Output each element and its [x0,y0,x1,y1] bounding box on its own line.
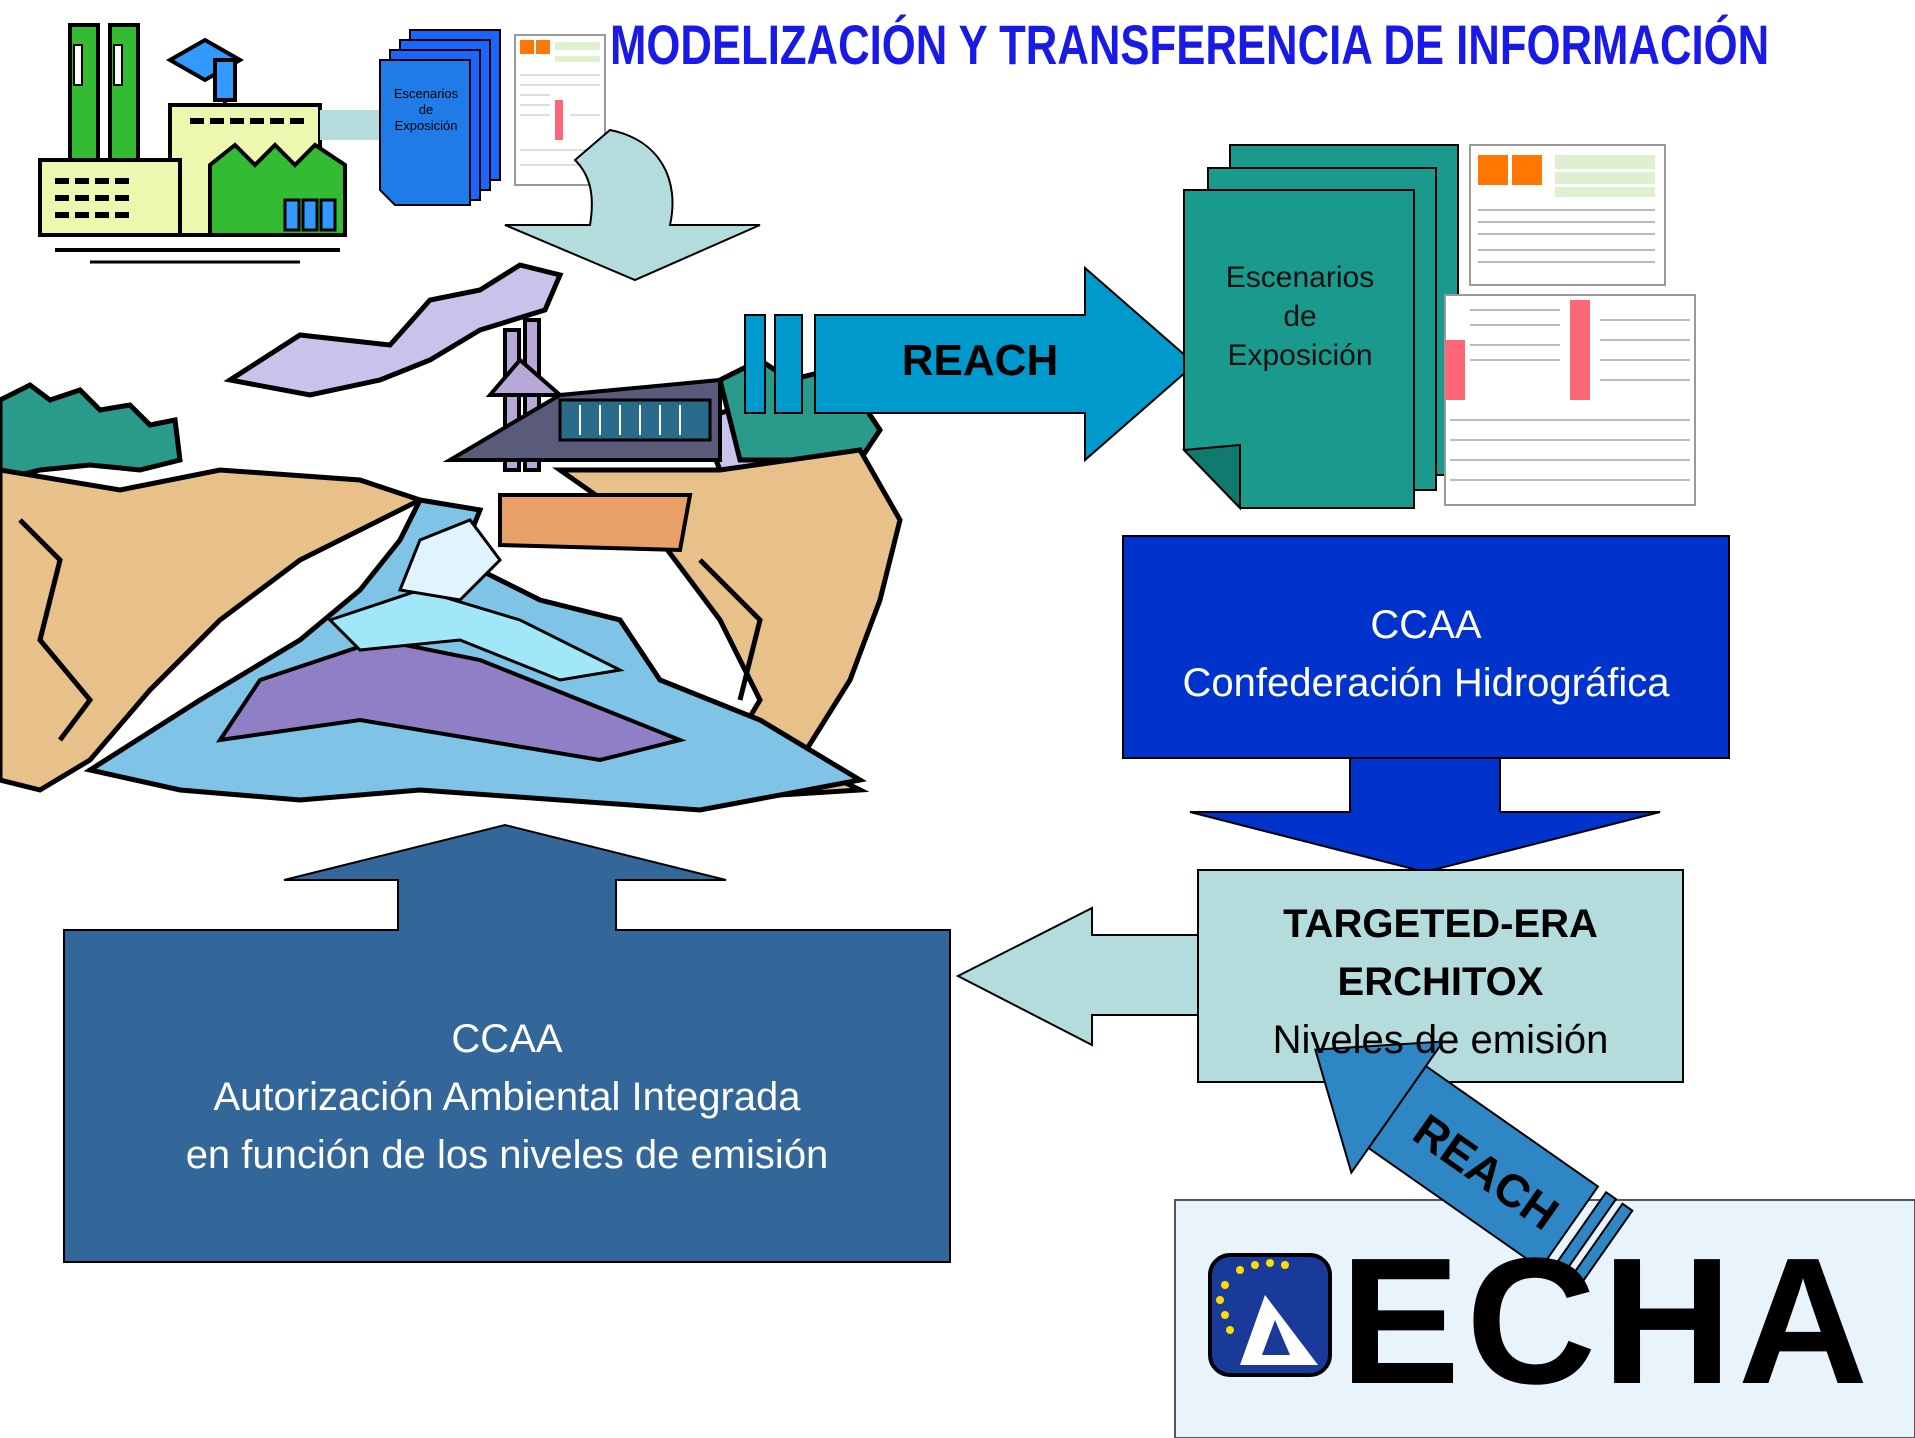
safety-data-sheet-icon [1444,144,1696,506]
confederacion-text: CCAA Confederación Hidrográfica [1123,596,1729,712]
left-arrow [955,906,1199,1047]
curved-down-arrow [504,128,761,282]
landscape-factory-river-icon [0,262,903,813]
small-scenario-docs [379,29,501,206]
page-title: MODELIZACIÓN Y TRANSFERENCIA DE INFORMAC… [610,13,1770,76]
scenario-docs-stack [1181,144,1459,511]
confederacion-line1: CCAA [1370,603,1482,647]
targeted-line1: TARGETED-ERA [1283,902,1598,946]
confederacion-box [1122,535,1730,759]
targeted-era-text: TARGETED-ERA ERCHITOX Niveles de emisión [1198,895,1683,1069]
autorizacion-text: CCAA Autorización Ambiental Integrada en… [64,1010,950,1184]
scenario-docs-label: Escenarios de Exposición [1190,258,1410,375]
reach-arrow-label: REACH [901,336,1059,385]
small-docs-line1: Escenarios [393,86,459,101]
small-scenario-docs-label: Escenarios de Exposición [384,86,468,134]
scenario-docs-line3: Exposición [1227,339,1373,372]
down-arrow [1189,757,1661,874]
autorizacion-box [63,823,951,1263]
autorizacion-line3: en función de los niveles de emisión [185,1133,829,1177]
factory-icon [38,23,347,264]
eu-flag-icon [1208,1253,1332,1377]
echa-logo-text: ECHA [1340,1221,1875,1422]
scenario-docs-line1: Escenarios [1225,261,1375,294]
small-docs-line3: Exposición [394,118,458,133]
confederacion-line2: Confederación Hidrográfica [1182,661,1670,705]
factory-connector [320,110,390,140]
targeted-line3: Niveles de emisión [1272,1018,1609,1062]
reach-arrow [744,265,1197,463]
autorizacion-line2: Autorización Ambiental Integrada [213,1075,801,1119]
targeted-line2: ERCHITOX [1337,960,1544,1004]
scenario-docs-line2: de [1283,300,1317,333]
autorizacion-line1: CCAA [451,1017,563,1061]
small-docs-line2: de [418,102,434,117]
